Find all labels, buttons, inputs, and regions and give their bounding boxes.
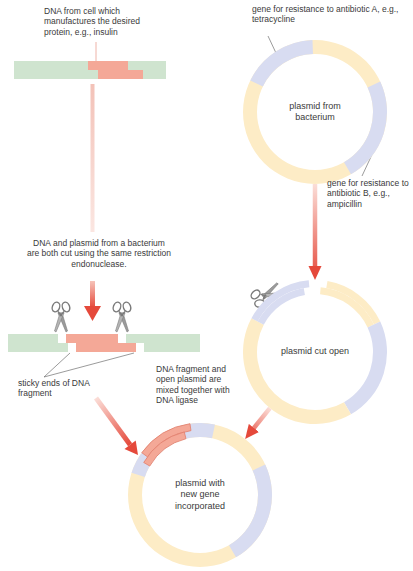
process-arrow: [96, 398, 138, 455]
dna-strand: [14, 61, 166, 79]
node-text-group: plasmid with new gene incorporated: [167, 478, 233, 512]
ring-segment: [250, 40, 313, 87]
dna-fragments: [76, 343, 136, 352]
process-arrow: [84, 306, 101, 321]
node-label: plasmid from bacterium: [280, 101, 350, 124]
dna-fragments: [8, 334, 200, 352]
annotation-label: sticky ends of DNA fragment: [18, 378, 90, 399]
ring-segment: [251, 280, 309, 321]
node-text-group: plasmid from bacterium: [280, 101, 350, 124]
annotation-label: DNA and plasmid from a bacterium are bot…: [26, 238, 172, 269]
node-label: plasmid cut open: [280, 346, 350, 357]
ring-segment: [132, 423, 215, 477]
plasmid-ring: [243, 40, 387, 184]
process-arrow: [125, 440, 139, 455]
node-label: plasmid with new gene incorporated: [167, 478, 233, 512]
dna-fragments: [66, 334, 118, 343]
plasmid-circle: plasmid from bacterium: [243, 40, 387, 184]
leader-line: [44, 36, 376, 377]
ring-segment: [344, 322, 387, 415]
plasmid-ring: [128, 423, 272, 567]
dna-fragments: [8, 334, 58, 343]
dna-strand: [88, 61, 128, 70]
plasmid-ring: [243, 280, 387, 424]
dna-strand: [14, 70, 98, 79]
scissors-symbol: [51, 301, 71, 332]
ring-segment: [344, 82, 387, 175]
ring-segment: [128, 423, 272, 567]
dna-strand: [14, 61, 88, 70]
plasmid-circle: plasmid cut open: [243, 280, 387, 424]
flow-arrow: [313, 184, 318, 270]
process-arrow: [84, 281, 101, 321]
ring-segment: [243, 40, 387, 184]
annotation-label: DNA fragment and open plasmid are mixed …: [156, 364, 236, 405]
dna-strand: [98, 70, 143, 79]
plasmid-circle: plasmid with new gene incorporated: [128, 423, 272, 567]
scissors-symbol: [112, 301, 132, 332]
annotation-label: gene for resistance to antibiotic B, e.g…: [327, 178, 413, 209]
leader-line: [96, 42, 97, 61]
ring-segment: [326, 281, 380, 324]
dna-strand: [143, 70, 166, 79]
ring-segment: [243, 318, 351, 424]
process-arrow: [91, 84, 95, 232]
process-arrow: [96, 398, 130, 445]
dna-fragments: [144, 343, 200, 352]
node-text-group: plasmid cut open: [280, 346, 350, 357]
ring-segment: [229, 465, 272, 558]
ring-segment: [144, 432, 186, 466]
flow-arrow: [251, 408, 269, 431]
dna-fragments: [8, 343, 68, 352]
annotation-label: DNA from cell which manufactures the des…: [44, 6, 166, 37]
leader-line: [44, 353, 134, 377]
dna-strand: [128, 61, 166, 70]
annotation-label: gene for resistance to antibiotic A, e.g…: [252, 4, 402, 25]
dna-fragments: [126, 334, 200, 343]
process-arrow: [90, 281, 95, 308]
leader-line: [268, 36, 276, 53]
